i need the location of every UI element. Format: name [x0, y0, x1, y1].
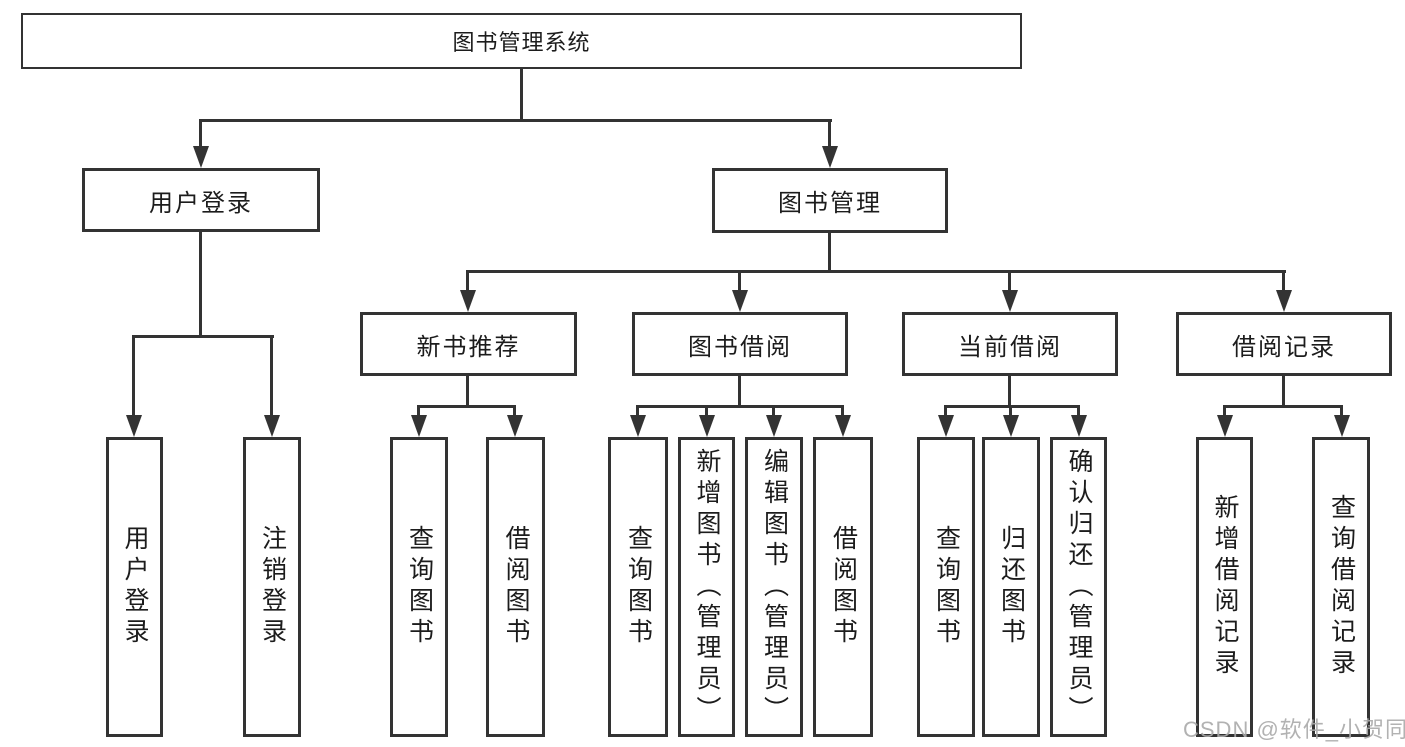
connector-bb-tail-2: [705, 405, 708, 419]
connector-root-stub: [520, 69, 523, 120]
connector-nbr-right-tail: [513, 405, 516, 419]
node-current-borrow: 当前借阅: [902, 312, 1118, 376]
connector-current-borrow-tail: [1008, 270, 1011, 294]
connector-bb-rail: [636, 405, 844, 408]
leaf-borrow-books-2: 借阅图书: [813, 437, 873, 737]
leaf-add-borrow-record: 新增借阅记录: [1196, 437, 1253, 737]
arrow-down-current-borrow: [1002, 290, 1018, 312]
leaf-add-book-admin: 新增图书（管理员）: [678, 437, 735, 737]
connector-user-login-tail: [199, 119, 202, 150]
leaf-query-books-2: 查询图书: [608, 437, 668, 737]
arrow-down-query-borrow-record: [1334, 415, 1350, 437]
connector-root-rail: [200, 119, 832, 122]
leaf-user-login: 用户登录: [106, 437, 163, 737]
connector-bb-stub: [738, 376, 741, 407]
connector-book-borrow-tail: [738, 270, 741, 294]
connector-br-stub: [1282, 376, 1285, 407]
connector-cb-rail: [944, 405, 1080, 408]
arrow-down-book-borrow: [732, 290, 748, 312]
leaf-confirm-return-admin: 确认归还（管理员）: [1050, 437, 1107, 737]
arrow-down-leaf-logout: [264, 415, 280, 437]
arrow-down-new-book: [460, 290, 476, 312]
arrow-down-borrow-records: [1276, 290, 1292, 312]
arrow-down-edit-book: [766, 415, 782, 437]
arrow-down-borrow-books-1: [507, 415, 523, 437]
arrow-down-add-book: [699, 415, 715, 437]
leaf-query-borrow-record: 查询借阅记录: [1312, 437, 1370, 737]
connector-br-tail-1: [1223, 405, 1226, 419]
arrow-down-leaf-user-login: [126, 415, 142, 437]
connector-book-mgmt-tail: [828, 119, 831, 150]
arrow-down-query-books-3: [938, 415, 954, 437]
connector-leaf-logout-tail: [270, 335, 273, 417]
connector-nbr-rail: [417, 405, 516, 408]
connector-leaf-user-login-tail: [132, 335, 135, 417]
arrow-down-return-book: [1003, 415, 1019, 437]
node-borrow-records: 借阅记录: [1176, 312, 1392, 376]
connector-bb-tail-1: [636, 405, 639, 419]
connector-new-book-tail: [466, 270, 469, 294]
connector-cb-tail-2: [1009, 405, 1012, 419]
connector-br-tail-2: [1340, 405, 1343, 419]
connector-bb-tail-3: [772, 405, 775, 419]
node-new-book-recommend: 新书推荐: [360, 312, 577, 376]
connector-cb-stub: [1008, 376, 1011, 407]
arrow-down-query-books-1: [411, 415, 427, 437]
connector-user-login-stub: [199, 232, 202, 337]
connector-nbr-stub: [466, 376, 469, 407]
leaf-return-book: 归还图书: [982, 437, 1040, 737]
connector-book-mgmt-stub: [828, 233, 831, 272]
csdn-watermark: CSDN @软件_小贺同学: [1183, 717, 1405, 742]
arrow-down-add-borrow-record: [1217, 415, 1233, 437]
leaf-edit-book-admin: 编辑图书（管理员）: [745, 437, 803, 737]
node-library-management-system: 图书管理系统: [21, 13, 1022, 69]
arrow-down-user-login: [193, 146, 209, 168]
leaf-query-books-1: 查询图书: [390, 437, 448, 737]
connector-borrow-records-tail: [1282, 270, 1285, 294]
connector-cb-tail-1: [944, 405, 947, 419]
connector-br-rail: [1223, 405, 1343, 408]
node-book-borrow: 图书借阅: [632, 312, 848, 376]
connector-user-login-rail: [132, 335, 274, 338]
connector-nbr-left-tail: [417, 405, 420, 419]
connector-bb-tail-4: [841, 405, 844, 419]
node-user-login: 用户登录: [82, 168, 320, 232]
node-book-management: 图书管理: [712, 168, 948, 233]
arrow-down-query-books-2: [630, 415, 646, 437]
arrow-down-confirm-return: [1071, 415, 1087, 437]
connector-cb-tail-3: [1077, 405, 1080, 419]
arrow-down-book-mgmt: [822, 146, 838, 168]
leaf-borrow-books-1: 借阅图书: [486, 437, 545, 737]
connector-book-mgmt-rail: [466, 270, 1286, 273]
arrow-down-borrow-books-2: [835, 415, 851, 437]
leaf-query-books-3: 查询图书: [917, 437, 975, 737]
leaf-logout: 注销登录: [243, 437, 301, 737]
